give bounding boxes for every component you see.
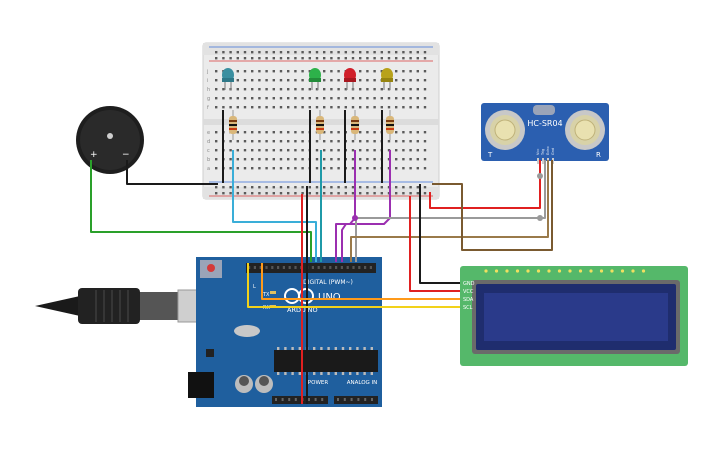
breadboard-row-letter: b [207,157,210,163]
wires [90,150,553,404]
wire-sensor-gnd [432,160,553,251]
piezo-buzzer: + − [76,106,144,174]
lcd-pin-label: GND [463,281,475,287]
lcd-header-pins [484,269,646,273]
lcd-16x2: GND VCC SDA SCL [460,266,688,366]
buzzer-minus-label: − [122,150,130,160]
digital-pwm-label: DIGITAL (PWM~) [303,279,353,286]
sensor-pin-label: Echo [546,147,550,156]
sensor-model-label: HC-SR04 [527,119,562,128]
wire-lcd-gnd [419,184,460,284]
breadboard-row-letter: i [207,78,208,84]
wire-sensor-echo [350,160,549,262]
wire-led-blue-signal [232,150,317,262]
sensor-r-mark: R [596,151,601,159]
wire-sensor-trig [355,160,546,262]
wire-lcd-sda [261,263,460,300]
breadboard-row-letter: c [207,148,210,154]
breadboard-row-letter: j [206,69,208,75]
wire-buzzer-ground [126,160,218,185]
bottom-header-pins [272,396,378,404]
sensor-pin-label: Trig [541,149,545,156]
sensor-pin-label: Vcc [536,149,540,155]
usb-cable [35,288,209,324]
led-yellow [381,68,393,90]
resistor [386,110,394,140]
arduino-model-label: UNO [318,292,341,303]
led-green [309,68,321,90]
l-led-label: L [253,284,256,290]
lcd-pin-label: SCL [463,305,473,311]
lcd-pin-label: VCC [463,289,474,295]
buzzer-plus-label: + [90,150,98,160]
led-red [344,68,356,90]
breadboard-row-letter: h [207,87,210,93]
wire-led-yellow-signal [341,150,391,262]
breadboard-row-letter: g [207,96,210,102]
arduino-uno-board: DIGITAL (PWM~) ARDUINO UNO TX RX L POWER… [188,257,382,407]
led-ground-wires [222,110,383,183]
sensor-t-mark: T [487,151,493,159]
breadboard-row-letter: d [207,139,210,145]
led-blue [222,68,234,90]
wire-buzzer-signal [90,160,312,262]
lcd-pin-labels: GND VCC SDA SCL [463,281,475,311]
resistor [229,110,237,140]
resistor [351,110,359,140]
digital-header-pins [248,266,372,269]
wire-lcd-scl [247,263,460,308]
resistor [316,110,324,140]
breadboard-row-letter: e [207,130,210,136]
wire-sensor-vcc [429,160,541,209]
power-header-label: POWER [308,380,329,386]
breadboard-row-letter: f [207,105,209,111]
tx-label: TX [262,292,270,298]
lcd-pin-label: SDA [463,297,474,303]
sensor-pin-label: Gnd [551,148,555,155]
breadboard-row-letter: a [207,166,210,172]
analog-header-label: ANALOG IN [347,380,378,386]
wire-lcd-vcc [409,196,460,292]
